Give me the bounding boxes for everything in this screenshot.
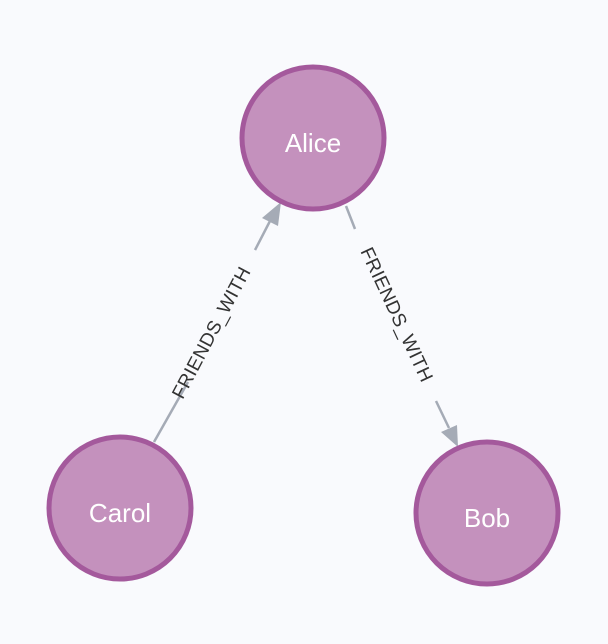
node-bob[interactable]: Bob [413, 439, 561, 587]
node-circle [239, 64, 387, 212]
edge-line [344, 205, 357, 230]
node-alice[interactable]: Alice [239, 64, 387, 212]
node-label: Bob [464, 503, 510, 533]
edge-line [152, 381, 190, 443]
arrowhead-icon [262, 202, 281, 226]
node-carol[interactable]: Carol [46, 434, 194, 582]
edge-line [434, 400, 451, 429]
arrowhead-icon [441, 425, 458, 447]
node-label: Alice [285, 128, 341, 158]
node-circle [413, 439, 561, 587]
edge-line [253, 220, 272, 251]
node-label: Carol [89, 498, 151, 528]
node-circle [46, 434, 194, 582]
